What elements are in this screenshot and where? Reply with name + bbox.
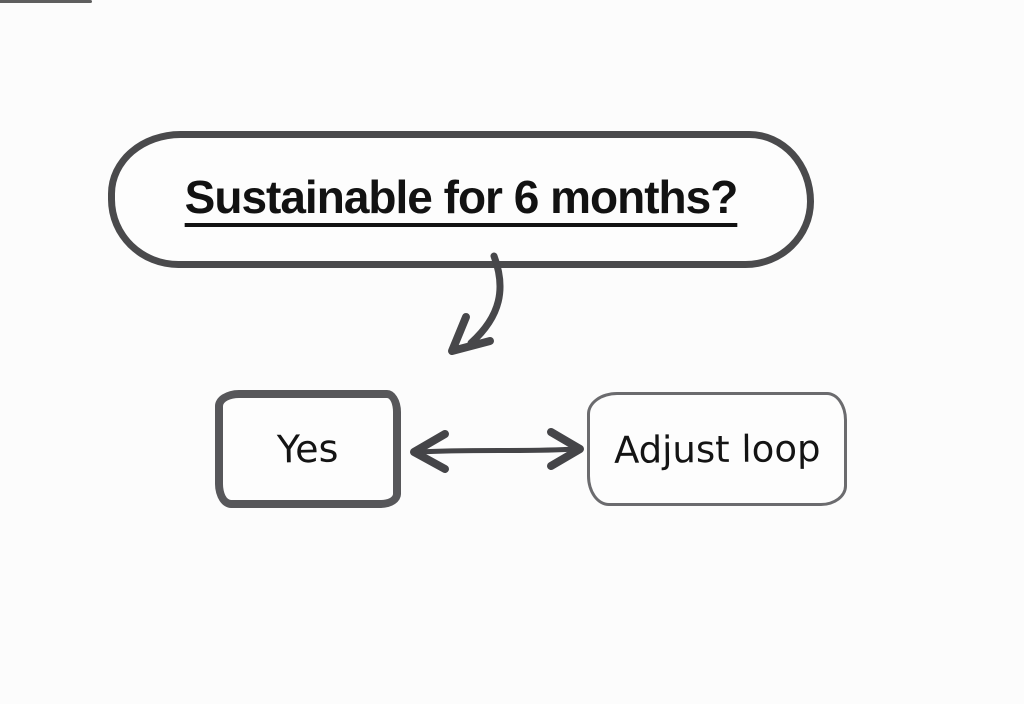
curved-down-arrow-icon bbox=[448, 252, 504, 355]
node-yes: Yes bbox=[215, 390, 401, 508]
edge-artifact bbox=[0, 0, 92, 3]
double-headed-arrow-icon bbox=[410, 428, 584, 473]
yes-label: Yes bbox=[276, 426, 340, 472]
node-sustainable-question: Sustainable for 6 months? bbox=[108, 131, 814, 268]
adjust-loop-label: Adjust loop bbox=[613, 426, 821, 472]
node-adjust-loop: Adjust loop bbox=[587, 392, 847, 506]
sustainable-question-label: Sustainable for 6 months? bbox=[184, 170, 739, 223]
